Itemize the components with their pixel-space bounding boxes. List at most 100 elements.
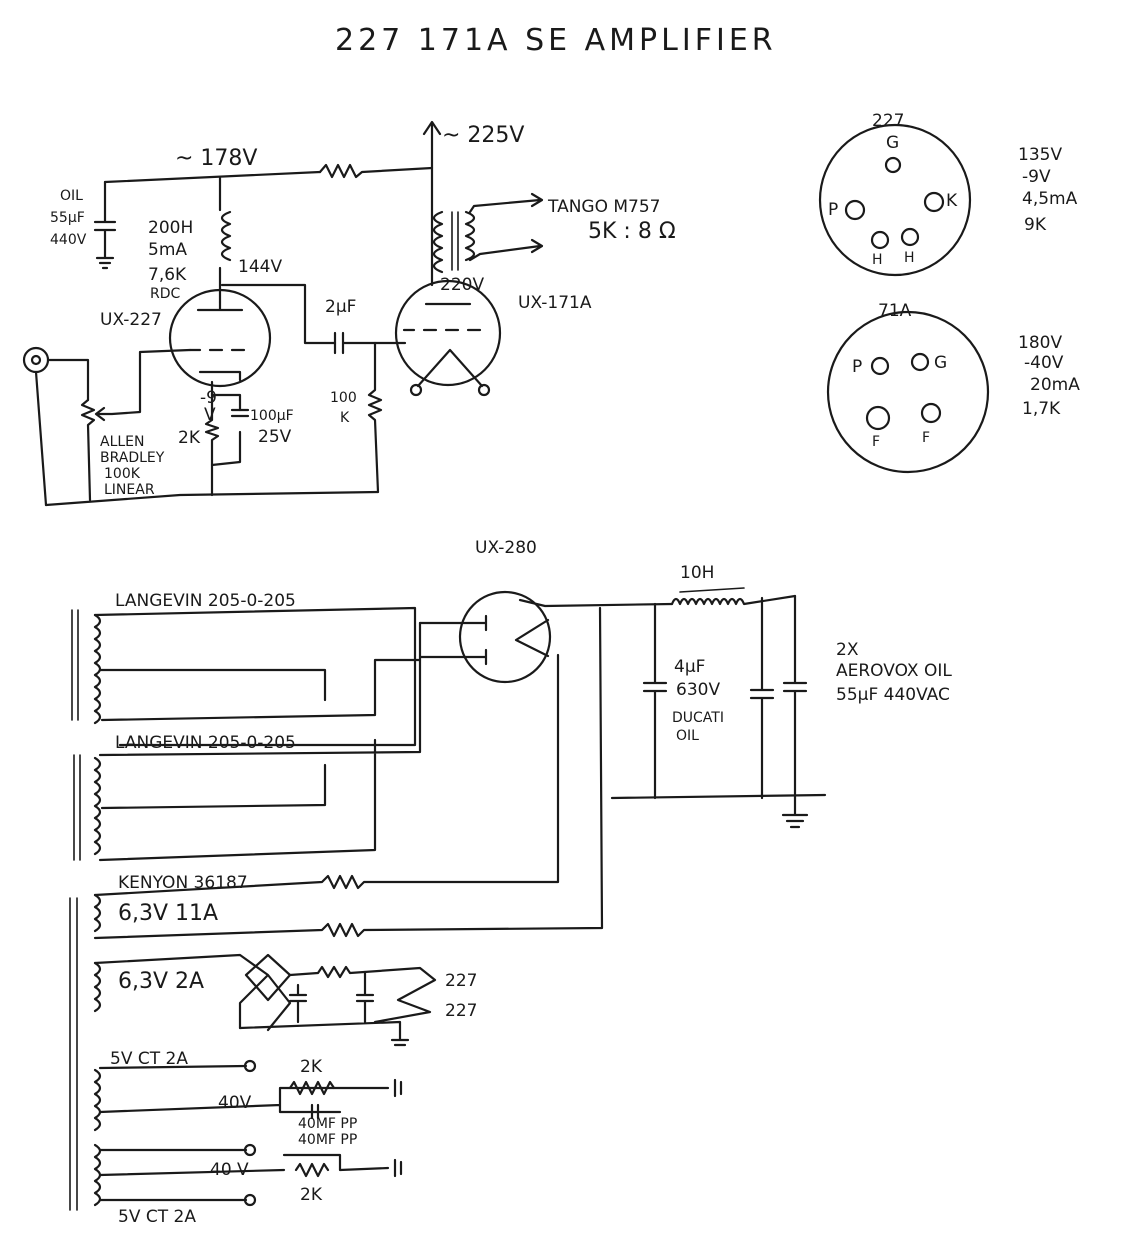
output-tx-label-2: 5K : 8 Ω xyxy=(588,219,676,244)
cathode-cap-label-1: 100µF xyxy=(250,408,294,424)
pin-227-h1-label: H xyxy=(872,252,883,268)
spec-71-2: -40V xyxy=(1024,353,1064,373)
oil-cap-label-2: 55µF xyxy=(50,210,85,226)
pin-71-f2-label: F xyxy=(922,430,930,446)
cap-note-1: 2X xyxy=(836,640,859,660)
output-transformer-core xyxy=(451,211,459,271)
choke-core xyxy=(679,587,745,593)
bridge-rectifier xyxy=(244,953,292,1002)
rectifier-filament xyxy=(514,618,550,658)
oil-cap-label-1: OIL xyxy=(60,188,83,204)
pin-71-g-label: G xyxy=(934,353,947,373)
tube-227-envelope xyxy=(168,288,272,388)
coupling-cap-label: 2µF xyxy=(325,297,356,317)
heater-out-1: 227 xyxy=(445,971,477,991)
ground-bus xyxy=(44,490,380,507)
spec-227-1: 135V xyxy=(1018,145,1062,165)
tube-227-cathode xyxy=(198,370,242,382)
winding-3-label: 5V CT 2A xyxy=(110,1049,188,1069)
pin-227-h2-label: H xyxy=(904,250,915,266)
winding-2-label: 6,3V 2A xyxy=(118,969,204,994)
psu-ground-bus xyxy=(610,793,827,829)
cap-pp-2-label: 40MF PP xyxy=(298,1132,357,1148)
plate-to-cap-wire xyxy=(220,283,337,345)
cathode-capacitor xyxy=(230,408,250,418)
rectifier-cathode-out xyxy=(518,598,674,608)
pin-71-p xyxy=(870,356,890,376)
tx-2-winding xyxy=(93,756,102,856)
tx-2-core xyxy=(73,754,81,861)
plate-choke xyxy=(218,176,232,304)
heater-out-2: 227 xyxy=(445,1001,477,1021)
input-jack[interactable] xyxy=(22,346,50,374)
input-wire xyxy=(34,358,90,507)
pin-71-p-label: P xyxy=(852,357,862,377)
tx-1-core xyxy=(71,609,79,721)
b-plus-227-label: ~ 178V xyxy=(175,146,257,171)
volume-pot[interactable] xyxy=(80,398,96,502)
speaker-arrows xyxy=(530,192,544,254)
pin-227-h2 xyxy=(900,227,920,247)
rectifier-envelope xyxy=(458,590,552,684)
choke-label-1: 200H xyxy=(148,218,193,238)
pot-wiper xyxy=(94,348,192,422)
tube-171-label: UX-171A xyxy=(518,293,592,313)
pin-71-f1 xyxy=(865,405,891,431)
power-supply-circuit: UX-280 10H 4µF 630V DUCATI OIL 2X AEROVO… xyxy=(69,538,952,1227)
cathode-wire xyxy=(210,380,242,412)
pinout-71-outline xyxy=(826,310,990,474)
cap-pp-top xyxy=(310,1103,320,1120)
terminal-5v-top xyxy=(243,1059,257,1073)
b-plus-arrowhead xyxy=(422,120,442,136)
winding-4-label: 5V CT 2A xyxy=(118,1207,196,1227)
page-title: 227 171A SE AMPLIFIER xyxy=(335,23,777,58)
cap-main-label-1: 4µF xyxy=(674,657,705,677)
choke-label-2: 5mA xyxy=(148,240,187,260)
winding-1-label: 6,3V 11A xyxy=(118,901,218,926)
winding-1-wires xyxy=(93,606,604,940)
choke-label-3: 7,6K xyxy=(148,265,187,285)
resistor-2k-bot xyxy=(294,1158,403,1178)
pin-227-p xyxy=(844,199,866,221)
output-transformer-secondary xyxy=(464,198,542,262)
bias-label-2: V xyxy=(204,405,216,425)
pin-71-f2 xyxy=(920,402,942,424)
spec-227-4: 9K xyxy=(1024,215,1047,235)
tx-1-winding xyxy=(93,613,102,725)
pin-227-g-label: G xyxy=(886,133,899,153)
grid-res-label-1: 100 xyxy=(330,390,357,406)
winding-3-wires xyxy=(98,1064,390,1114)
pin-227-p-label: P xyxy=(828,200,838,220)
rectifier-plates xyxy=(418,614,488,666)
coupling-cap xyxy=(333,331,407,355)
cap-note-3: 55µF 440VAC xyxy=(836,685,950,705)
spec-71-1: 180V xyxy=(1018,333,1062,353)
pinout-227-name: 227 xyxy=(872,111,904,131)
tx-1-label: LANGEVIN 205-0-205 xyxy=(115,591,296,611)
r-top-label: 2K xyxy=(300,1057,323,1077)
tube-227-plate xyxy=(196,300,244,312)
r-bot-label: 2K xyxy=(300,1185,323,1205)
resistor-2k-top xyxy=(288,1078,403,1098)
tx-2-wires xyxy=(98,621,422,862)
pinout-227-outline xyxy=(818,123,972,277)
pinout-71-name: 71A xyxy=(878,301,912,321)
pin-227-h1 xyxy=(870,230,890,250)
spec-227-3: 4,5mA xyxy=(1022,189,1078,209)
pot-label-1: ALLEN xyxy=(100,434,145,450)
grid-resistor xyxy=(367,341,383,494)
cathode-resistor xyxy=(204,393,242,467)
spec-71-4: 1,7K xyxy=(1022,399,1061,419)
b-plus-rail xyxy=(103,170,322,184)
cap-main-label-3: DUCATI xyxy=(672,710,724,726)
tube-171-filament xyxy=(416,348,484,388)
pin-71-g xyxy=(910,352,930,372)
tx-2-label: LANGEVIN 205-0-205 xyxy=(115,733,296,753)
choke-10h xyxy=(670,594,797,606)
pinout-227: 227 G P K H H 135V -9V 4,5mA 9K xyxy=(818,111,1078,277)
cathode-res-label: 2K xyxy=(178,428,201,448)
output-transformer-primary xyxy=(432,210,444,274)
tx-3-core xyxy=(69,897,78,1211)
cap-main-label-4: OIL xyxy=(676,728,699,744)
